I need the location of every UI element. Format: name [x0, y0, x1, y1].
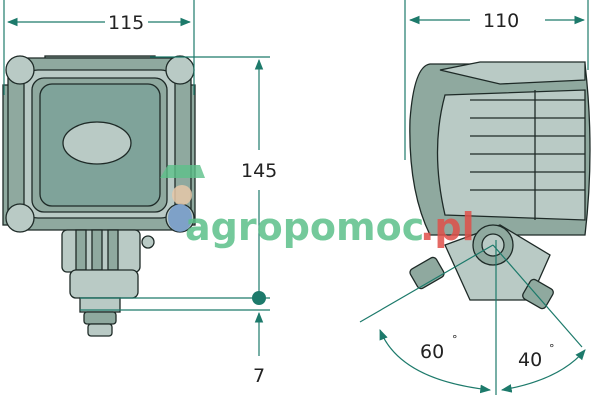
dim-height-label: 145	[241, 160, 277, 182]
dim-depth-label: 110	[483, 10, 519, 32]
mount-bracket	[61, 229, 155, 337]
angle-right-degree: °	[549, 342, 555, 355]
angle-left-degree: °	[452, 333, 458, 346]
watermark: agropomoc .pl	[160, 165, 475, 249]
lens-emblem	[62, 121, 132, 165]
front-view-lamp	[2, 55, 196, 337]
watermark-suffix: .pl	[420, 205, 475, 249]
watermark-text: agropomoc	[185, 205, 424, 249]
dimension-dot	[252, 291, 266, 305]
dim-bracket-label: 7	[253, 365, 265, 387]
side-view-lamp	[409, 61, 591, 310]
angle-right-label: 40	[518, 349, 542, 371]
dimension-lines	[3, 0, 589, 395]
swivel-joint	[409, 224, 554, 310]
angle-left-label: 60	[420, 341, 444, 363]
dim-width-label: 115	[108, 12, 144, 34]
